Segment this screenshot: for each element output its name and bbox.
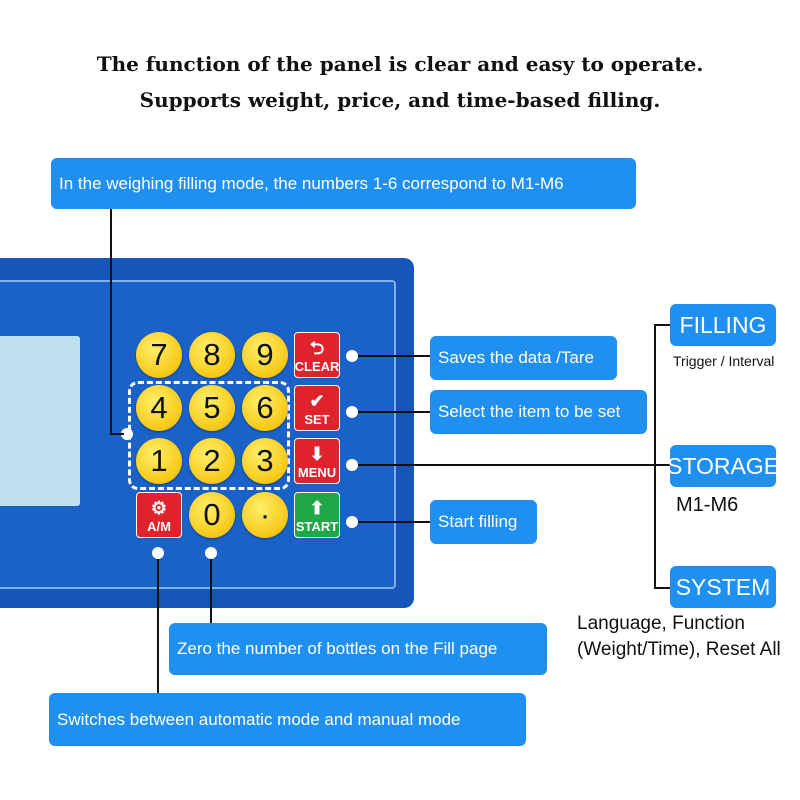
connector-line — [358, 464, 670, 466]
connector-line — [157, 559, 159, 693]
arrow-up-icon: ⬆ — [309, 498, 325, 518]
heading-line-2: Supports weight, price, and time-based f… — [139, 88, 661, 112]
heading-line-1: The function of the panel is clear and e… — [96, 52, 704, 76]
key-dot[interactable]: · — [242, 492, 288, 538]
menu-tree-line — [654, 587, 670, 589]
start-button[interactable]: ⬆ START — [294, 492, 340, 538]
key-1[interactable]: 1 — [136, 438, 182, 484]
clear-button-label: CLEAR — [294, 359, 340, 374]
key-2[interactable]: 2 — [189, 438, 235, 484]
connector-dot-clear — [346, 350, 358, 362]
check-circle-icon: ✔ — [309, 391, 325, 411]
auto-manual-button[interactable]: ⚙ A/M — [136, 492, 182, 538]
menu-storage: STORAGE — [667, 445, 779, 487]
gear-icon: ⚙ — [150, 498, 168, 518]
connector-dot-am — [152, 547, 164, 559]
menu-system: SYSTEM — [670, 566, 776, 608]
menu-storage-sub: M1-M6 — [676, 494, 739, 516]
connector-dot-menu — [346, 459, 358, 471]
menu-tree-line — [654, 324, 670, 326]
start-button-label: START — [295, 519, 339, 534]
key-4[interactable]: 4 — [136, 385, 182, 431]
undo-arrow-icon: ⮌ — [309, 338, 325, 358]
menu-system-sub-1: Language, Function — [577, 613, 745, 634]
connector-line — [110, 433, 124, 435]
connector-dot-zero — [205, 547, 217, 559]
clear-button[interactable]: ⮌ CLEAR — [294, 332, 340, 378]
connector-line — [358, 355, 430, 357]
callout-set: Select the item to be set — [430, 390, 647, 434]
connector-line — [110, 208, 112, 434]
menu-tree-line — [654, 324, 656, 588]
key-6[interactable]: 6 — [242, 385, 288, 431]
callout-weighing-mode: In the weighing filling mode, the number… — [51, 158, 636, 209]
connector-dot-memory — [121, 428, 133, 440]
key-3[interactable]: 3 — [242, 438, 288, 484]
menu-button-label: MENU — [297, 465, 337, 480]
callout-auto-manual: Switches between automatic mode and manu… — [49, 693, 526, 746]
menu-button[interactable]: ⬇ MENU — [294, 438, 340, 484]
connector-line — [358, 521, 430, 523]
key-8[interactable]: 8 — [189, 332, 235, 378]
callout-clear: Saves the data /Tare — [430, 336, 617, 380]
set-button-label: SET — [304, 412, 330, 427]
connector-dot-set — [346, 406, 358, 418]
callout-zero-bottles: Zero the number of bottles on the Fill p… — [169, 623, 547, 675]
connector-dot-start — [346, 516, 358, 528]
menu-filling-sub: Trigger / Interval — [673, 353, 775, 369]
key-5[interactable]: 5 — [189, 385, 235, 431]
auto-manual-button-label: A/M — [147, 519, 171, 534]
arrow-down-icon: ⬇ — [309, 444, 325, 464]
lcd-screen — [0, 336, 80, 506]
callout-start: Start filling — [430, 500, 537, 544]
menu-filling: FILLING — [670, 304, 776, 346]
key-7[interactable]: 7 — [136, 332, 182, 378]
key-9[interactable]: 9 — [242, 332, 288, 378]
connector-line — [358, 411, 430, 413]
connector-line — [210, 559, 212, 624]
key-0[interactable]: 0 — [189, 492, 235, 538]
set-button[interactable]: ✔ SET — [294, 385, 340, 431]
menu-system-sub-2: (Weight/Time), Reset All — [577, 639, 781, 660]
